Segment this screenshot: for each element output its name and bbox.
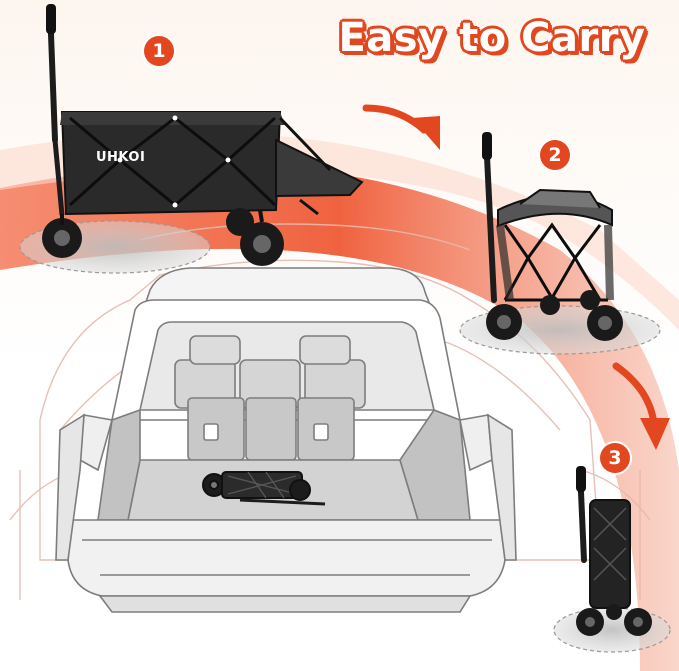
car-rear [55, 267, 517, 613]
page-title: Easy to Carry [338, 15, 646, 61]
wagon-folded [553, 466, 671, 653]
step-badge-1: 1 [144, 36, 174, 66]
step-badge-3: 3 [600, 443, 630, 473]
arrow-down-icon [612, 362, 658, 428]
step-badge-2: 2 [540, 140, 570, 170]
wagon-brand-logo: UHKOI [96, 150, 146, 165]
wagon-open-wheels [42, 208, 284, 266]
arrow-down-head [640, 418, 670, 450]
folded-wagon-in-trunk [202, 471, 326, 506]
title-banner: Easy to Carry [316, 6, 668, 70]
wagon-half-folded [459, 132, 661, 355]
arrow-down-right-head [412, 116, 440, 150]
wagon-open [19, 4, 364, 274]
